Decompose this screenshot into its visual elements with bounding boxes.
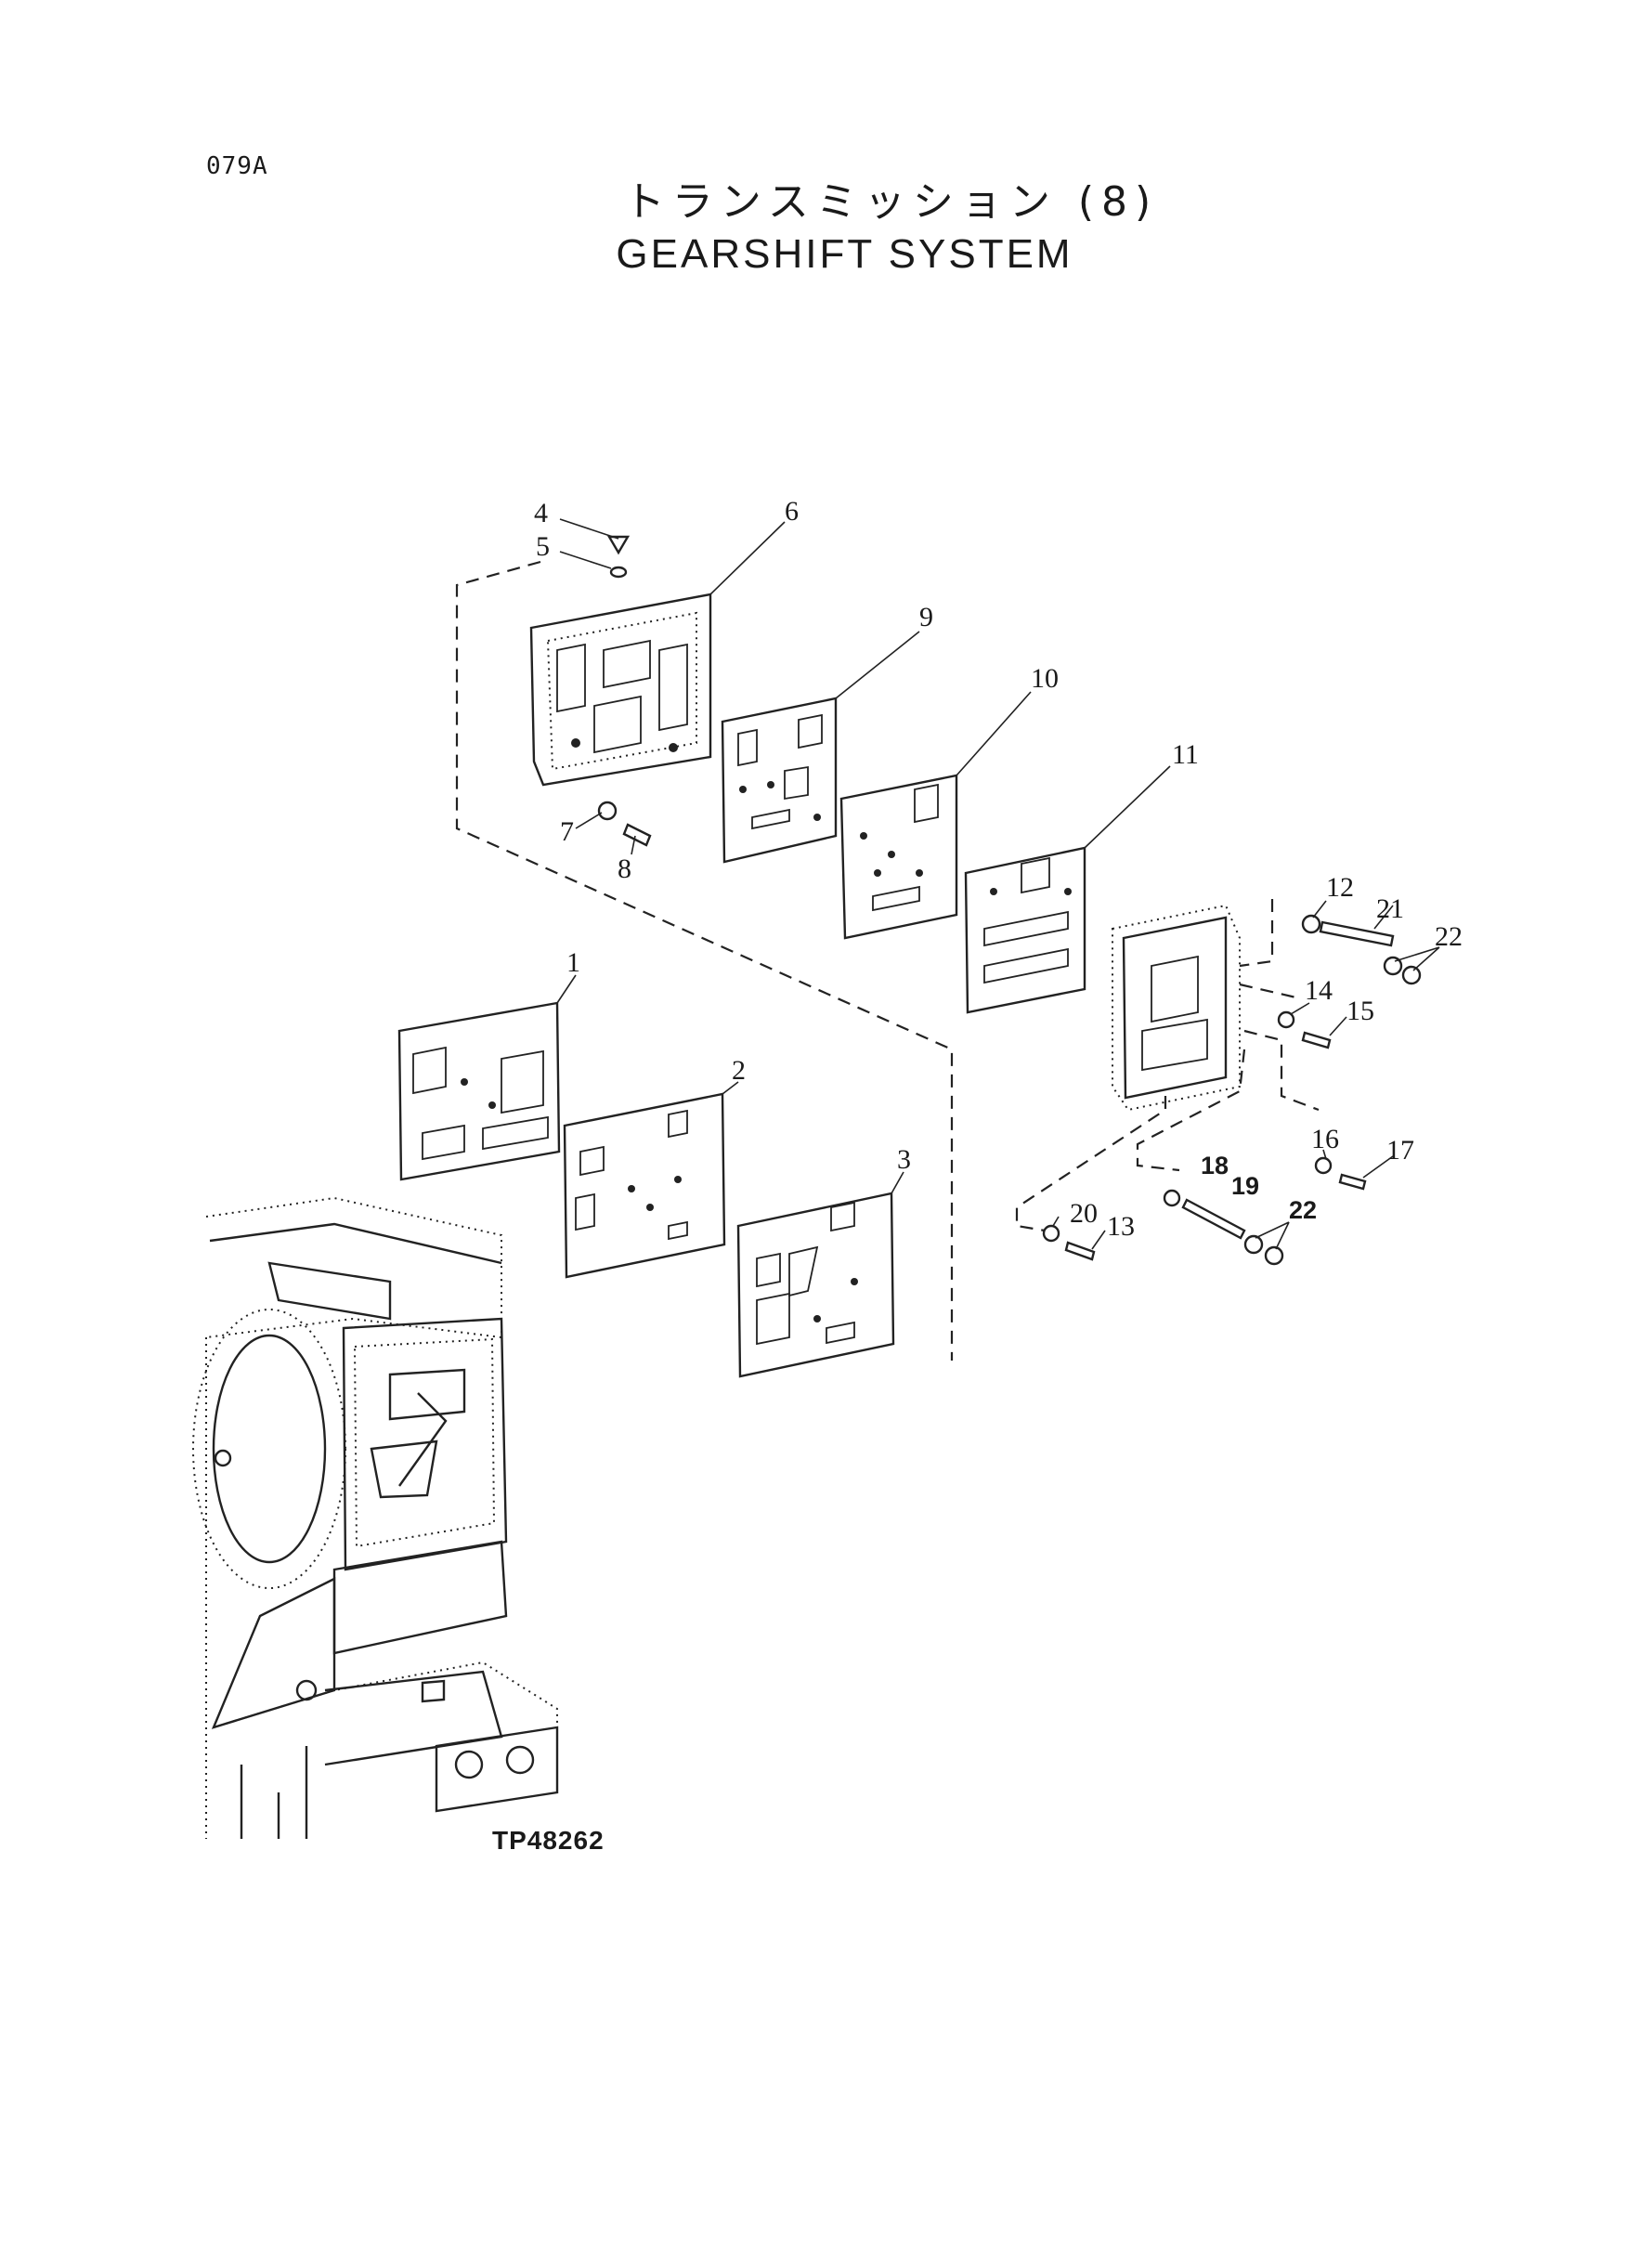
part-10-separator-plate: [839, 774, 958, 940]
part-11-separator-plate: [964, 846, 1086, 1014]
callout-labels: 4 5 6 7 8 9 10 11 1 2 3 12 21 22 14 15 1…: [534, 496, 1463, 1242]
callout-21: 21: [1376, 893, 1404, 924]
part-8-screw: [622, 823, 652, 847]
callout-15: 15: [1346, 996, 1374, 1026]
valve-cover-housing: [1112, 904, 1241, 1112]
part-3-gasket: [736, 1192, 895, 1378]
callout-13: 13: [1107, 1211, 1135, 1242]
assembly-guide-lines: [455, 560, 1320, 1361]
callout-2: 2: [732, 1055, 746, 1086]
part-20-washer: [1042, 1224, 1060, 1243]
part-21-stud-bolt: [1319, 920, 1395, 947]
part-2-gasket: [563, 1092, 726, 1279]
part-14-washer: [1277, 1010, 1295, 1029]
callout-14: 14: [1305, 975, 1333, 1006]
callout-11: 11: [1172, 739, 1199, 770]
part-7-washer: [597, 801, 618, 821]
leader-lines: [556, 518, 1440, 1250]
callout-17: 17: [1386, 1135, 1414, 1166]
part-22-nuts-lower: [1243, 1234, 1284, 1266]
callout-1: 1: [566, 947, 580, 978]
page-code: 079A: [206, 152, 268, 180]
part-22-nuts-upper: [1383, 956, 1422, 985]
part-18-washer: [1163, 1189, 1181, 1207]
title-japanese: トランスミッション (8): [623, 178, 1159, 226]
part-12-washer: [1301, 914, 1321, 934]
callout-6: 6: [785, 496, 799, 527]
callout-7: 7: [560, 816, 574, 847]
callout-22-lower: 22: [1289, 1196, 1317, 1224]
part-16-washer: [1314, 1156, 1333, 1175]
drawing-number: TP48262: [492, 1826, 605, 1855]
part-4-check-ball: [606, 535, 631, 555]
part-6-valve-body: [529, 593, 712, 787]
transmission-housing: [192, 1196, 559, 1839]
callout-19: 19: [1231, 1172, 1259, 1200]
callout-8: 8: [618, 853, 631, 884]
part-13-bolt: [1064, 1241, 1096, 1261]
callout-3: 3: [897, 1144, 911, 1175]
title-block: トランスミッション (8) GEARSHIFT SYSTEM: [0, 176, 1652, 280]
callout-22-upper: 22: [1435, 921, 1463, 952]
part-5-o-ring: [609, 566, 628, 579]
callout-5: 5: [536, 531, 550, 562]
callout-10: 10: [1031, 663, 1059, 694]
part-19-stud-bolt: [1181, 1198, 1246, 1240]
callout-9: 9: [919, 602, 933, 632]
part-1-gasket: [397, 1001, 561, 1181]
title-english: GEARSHIFT SYSTEM: [616, 231, 1073, 277]
callout-18: 18: [1201, 1152, 1229, 1179]
callout-12: 12: [1326, 872, 1354, 903]
callout-4: 4: [534, 498, 548, 528]
callout-16: 16: [1311, 1124, 1339, 1154]
part-17-bolt: [1338, 1173, 1367, 1191]
part-9-separator-plate: [721, 697, 838, 864]
part-15-bolt: [1301, 1031, 1332, 1049]
callout-20: 20: [1070, 1198, 1098, 1229]
